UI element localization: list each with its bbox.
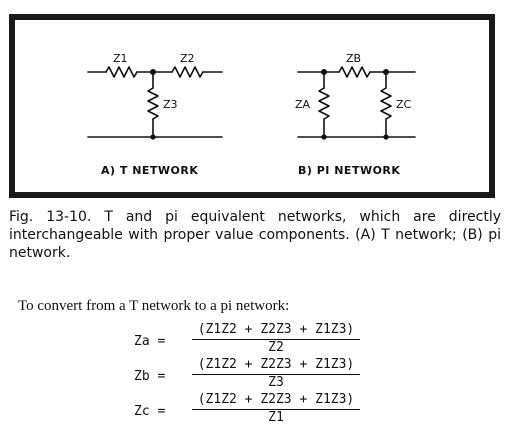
z3-resistor xyxy=(147,87,159,120)
denominator: Z3 xyxy=(268,375,284,390)
numerator: (Z1Z2 + Z2Z3 + Z1Z3) xyxy=(192,322,360,340)
t-network-diagram xyxy=(87,66,223,138)
t-junction-dot xyxy=(150,69,156,75)
fraction: (Z1Z2 + Z2Z3 + Z1Z3) Z3 xyxy=(192,357,360,390)
za-resistor xyxy=(318,87,330,120)
circuit-diagram: Z1 Z2 Z3 ZB ZA ZC A) T NETWORK B) PI NET… xyxy=(87,52,416,177)
numerator: (Z1Z2 + Z2Z3 + Z1Z3) xyxy=(192,357,360,375)
z1-resistor xyxy=(105,66,138,78)
za-label: ZA xyxy=(295,98,311,111)
numerator: (Z1Z2 + Z2Z3 + Z1Z3) xyxy=(192,392,360,410)
zb-label: ZB xyxy=(346,52,361,65)
pi-junction-dot-left-top xyxy=(321,69,327,75)
figure-caption: Fig. 13-10. T and pi equivalent networks… xyxy=(9,209,501,261)
t-network-label: A) T NETWORK xyxy=(101,164,198,177)
fraction: (Z1Z2 + Z2Z3 + Z1Z3) Z2 xyxy=(192,322,360,355)
pi-junction-dot-right-top xyxy=(383,69,389,75)
pi-junction-dot-left-bottom xyxy=(321,134,327,140)
denominator: Z2 xyxy=(268,340,284,355)
z2-resistor xyxy=(171,66,204,78)
zc-resistor xyxy=(380,87,392,120)
figure-frame xyxy=(9,14,495,198)
formula-lhs: Za = xyxy=(134,334,166,349)
formula-lhs: Zb = xyxy=(134,369,166,384)
z3-label: Z3 xyxy=(163,98,178,111)
formula-lhs: Zc = xyxy=(134,404,166,419)
zb-resistor xyxy=(338,66,371,78)
conversion-intro: To convert from a T network to a pi netw… xyxy=(18,298,290,314)
t-bottom-junction-dot xyxy=(150,134,156,140)
z1-label: Z1 xyxy=(113,52,128,65)
zc-label: ZC xyxy=(396,98,412,111)
fraction: (Z1Z2 + Z2Z3 + Z1Z3) Z1 xyxy=(192,392,360,425)
pi-junction-dot-right-bottom xyxy=(383,134,389,140)
pi-network-label: B) PI NETWORK xyxy=(298,164,400,177)
z2-label: Z2 xyxy=(180,52,195,65)
denominator: Z1 xyxy=(268,410,284,425)
